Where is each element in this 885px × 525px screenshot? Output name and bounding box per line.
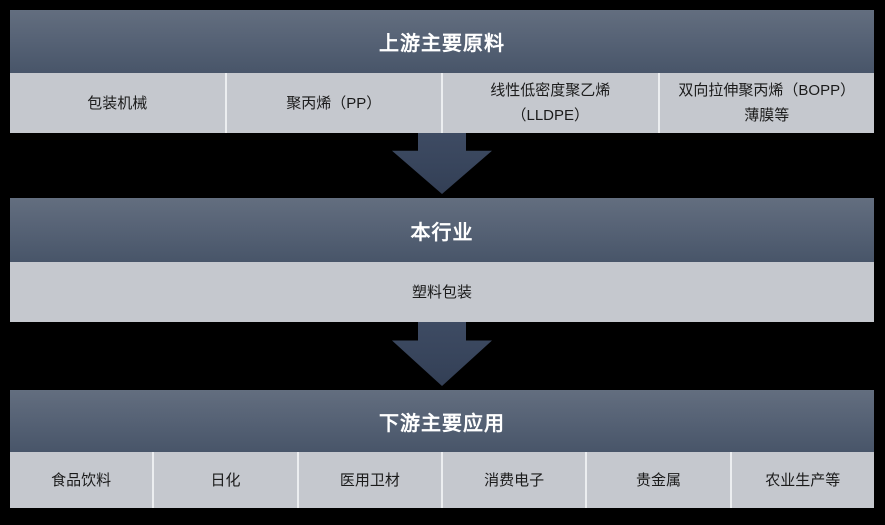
cell-text: 食品饮料 <box>51 471 112 489</box>
downstream-cell-precious-metals: 贵金属 <box>585 452 729 508</box>
cell-text-line2: 薄膜等 <box>744 107 790 124</box>
cell-text: 聚丙烯（PP） <box>286 94 382 112</box>
downstream-cell-consumer-electronics: 消费电子 <box>440 452 585 508</box>
cell-text-line1: 线性低密度聚乙烯 <box>490 82 611 99</box>
downstream-cell-daily-chemical: 日化 <box>152 452 296 508</box>
cell-text: 消费电子 <box>484 471 545 489</box>
downstream-cell-food-beverage: 食品饮料 <box>10 452 152 508</box>
section-downstream-title: 下游主要应用 <box>379 412 505 435</box>
section-upstream-title: 上游主要原料 <box>379 33 505 55</box>
section-industry-header: 本行业 <box>10 198 874 262</box>
down-arrow-icon <box>392 322 492 386</box>
section-industry: 本行业 塑料包装 <box>10 198 874 322</box>
upstream-cell-lldpe: 线性低密度聚乙烯 （LLDPE） <box>441 73 658 133</box>
cell-text-line1: 双向拉伸聚丙烯（BOPP） <box>678 82 856 99</box>
cell-text: 贵金属 <box>635 471 681 489</box>
section-upstream-header: 上游主要原料 <box>10 10 874 73</box>
upstream-cell-pp: 聚丙烯（PP） <box>224 73 442 133</box>
downstream-cell-medical: 医用卫材 <box>296 452 441 508</box>
downstream-cell-agriculture: 农业生产等 <box>729 452 874 508</box>
section-downstream: 下游主要应用 食品饮料 日化 医用卫材 消费电子 贵金属 农业生产等 <box>10 390 874 508</box>
section-downstream-row: 食品饮料 日化 医用卫材 消费电子 贵金属 农业生产等 <box>10 452 874 508</box>
section-upstream-row: 包装机械 聚丙烯（PP） 线性低密度聚乙烯 （LLDPE） 双向拉伸聚丙烯（BO… <box>10 73 874 133</box>
section-industry-row: 塑料包装 <box>10 262 874 322</box>
cell-text-line2: （LLDPE） <box>511 107 590 124</box>
upstream-cell-packaging-machinery: 包装机械 <box>10 73 225 133</box>
cell-text: 医用卫材 <box>339 471 400 489</box>
down-arrow-icon <box>392 133 492 194</box>
cell-text: 农业生产等 <box>765 471 841 489</box>
section-industry-title: 本行业 <box>410 221 474 244</box>
cell-text: 日化 <box>210 471 241 489</box>
section-downstream-header: 下游主要应用 <box>10 390 874 452</box>
cell-text: 包装机械 <box>87 94 148 112</box>
cell-text: 塑料包装 <box>411 283 472 301</box>
section-upstream: 上游主要原料 包装机械 聚丙烯（PP） 线性低密度聚乙烯 （LLDPE） 双向拉… <box>10 10 874 133</box>
upstream-cell-bopp: 双向拉伸聚丙烯（BOPP） 薄膜等 <box>657 73 875 133</box>
industry-cell-plastic-packaging: 塑料包装 <box>10 262 874 322</box>
